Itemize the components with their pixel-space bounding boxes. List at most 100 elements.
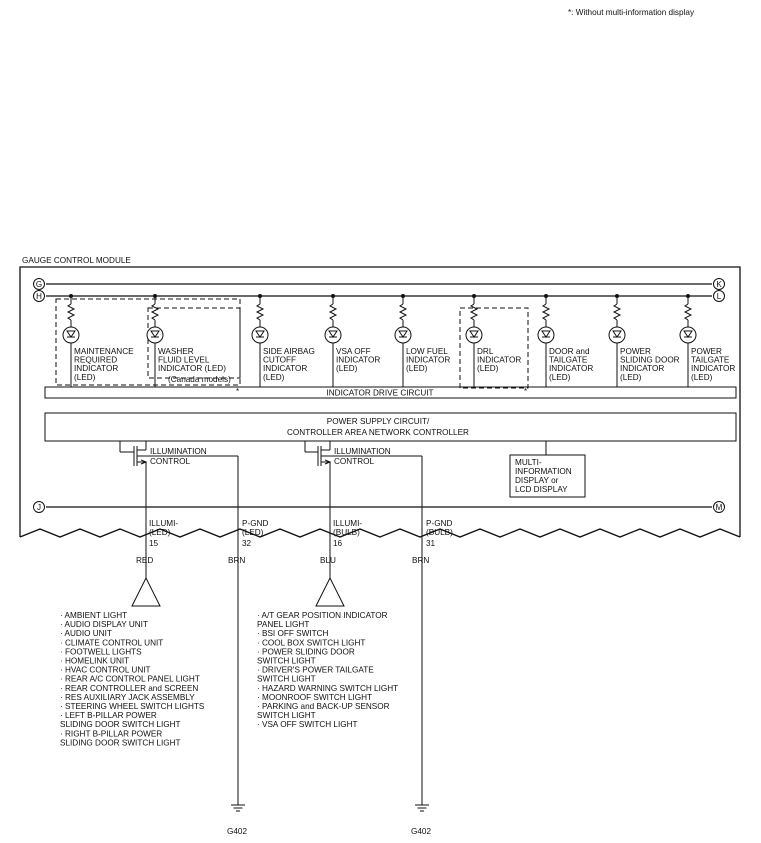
- footnote: *: Without multi-information display: [568, 8, 695, 17]
- indicator-drive-label: INDICATOR DRIVE CIRCUIT: [326, 389, 433, 398]
- wire-brn-1: BRN: [228, 556, 245, 565]
- indicator-label: DRL: [477, 347, 494, 356]
- indicator-label: VSA OFF: [336, 347, 371, 356]
- list-item: SLIDING DOOR SWITCH LIGHT: [60, 738, 181, 747]
- indicator-label: INDICATOR: [336, 356, 380, 365]
- indicator-label: TAILGATE: [691, 356, 730, 365]
- list-item: · AMBIENT LIGHT: [60, 611, 127, 620]
- indicator-group: MAINTENANCEREQUIREDINDICATOR(LED)WASHERF…: [62, 294, 735, 387]
- pin-31-name-2: (BULB): [426, 528, 453, 537]
- multi-info-display-box: [509, 454, 586, 498]
- indicator-label: MAINTENANCE: [74, 347, 134, 356]
- svg-text:M: M: [716, 503, 723, 512]
- pin-32-name-1: P-GND: [242, 519, 268, 528]
- list-item: · PARKING and BACK-UP SENSOR: [257, 702, 390, 711]
- list-item: · A/T GEAR POSITION INDICATOR: [257, 611, 388, 620]
- list-item: · MOONROOF SWITCH LIGHT: [257, 693, 372, 702]
- connector-m: M: [713, 501, 725, 513]
- pin-15-name-2: (LED): [149, 528, 171, 537]
- svg-text:J: J: [37, 503, 41, 512]
- multi-info-line-2: INFORMATION: [515, 467, 572, 476]
- list-item: · BSI OFF SWITCH: [257, 629, 328, 638]
- dashed-group-washer: [147, 307, 241, 379]
- indicator-label: (LED): [406, 364, 428, 373]
- indicator-label: INDICATOR: [477, 356, 521, 365]
- indicator-label: DOOR and: [549, 347, 590, 356]
- multi-info-line-4: LCD DISPLAY: [515, 485, 568, 494]
- power-supply-label-2: CONTROLLER AREA NETWORK CONTROLLER: [287, 428, 469, 437]
- illum-label-left-1: ILLUMINATION: [150, 447, 207, 456]
- indicator-label: INDICATOR: [263, 364, 307, 373]
- list-item: · AUDIO DISPLAY UNIT: [60, 620, 148, 629]
- list-item: · CLIMATE CONTROL UNIT: [60, 638, 163, 647]
- indicator-label: INDICATOR: [406, 356, 450, 365]
- connector-g: G: [33, 278, 45, 290]
- ground-icon: [231, 804, 245, 812]
- list-item: · DRIVER'S POWER TAILGATE: [257, 666, 374, 675]
- power-supply-box: [44, 412, 737, 442]
- list-item: · HOMELINK UNIT: [60, 657, 129, 666]
- list-item: · VSA OFF SWITCH LIGHT: [257, 720, 358, 729]
- pin-16-name-2: (BULB): [333, 528, 360, 537]
- indicator-label: SLIDING DOOR: [620, 356, 680, 365]
- indicator-label: (LED): [477, 364, 499, 373]
- wire-blu: BLU: [320, 556, 336, 565]
- indicator-label: REQUIRED: [74, 356, 117, 365]
- load-list-left: · AMBIENT LIGHT· AUDIO DISPLAY UNIT· AUD…: [60, 611, 205, 747]
- indicator-label: CUTOFF: [263, 356, 296, 365]
- indicator-label: LOW FUEL: [406, 347, 448, 356]
- list-item: PANEL LIGHT: [257, 620, 309, 629]
- illum-label-left-2: CONTROL: [150, 457, 190, 466]
- pin-16-name-1: ILLUMI-: [333, 519, 362, 528]
- illum-label-right-2: CONTROL: [334, 457, 374, 466]
- list-item: SWITCH LIGHT: [257, 657, 316, 666]
- svg-text:L: L: [717, 292, 722, 301]
- list-item: · REAR CONTROLLER and SCREEN: [60, 684, 198, 693]
- list-item: · STEERING WHEEL SWITCH LIGHTS: [60, 702, 205, 711]
- indicator-label: FLUID LEVEL: [158, 356, 210, 365]
- ground-label-1: G402: [227, 827, 247, 836]
- indicator-label: INDICATOR: [549, 364, 593, 373]
- indicator-drive-circuit: [44, 386, 737, 399]
- pin-31-number: 31: [426, 539, 436, 548]
- pin-32-name-2: (LED): [242, 528, 264, 537]
- list-item: · RIGHT B-PILLAR POWER: [60, 729, 162, 738]
- pin-32-number: 32: [242, 539, 252, 548]
- illumination-control-right: ILLUMINATION CONTROL: [304, 441, 423, 537]
- wire-brn-2: BRN: [412, 556, 429, 565]
- list-item: SWITCH LIGHT: [257, 675, 316, 684]
- wire-red: RED: [136, 556, 153, 565]
- list-item: · POWER SLIDING DOOR: [257, 647, 355, 656]
- indicator-note: (Canada models): [168, 375, 231, 384]
- indicator-label: (LED): [620, 373, 642, 382]
- list-item: SWITCH LIGHT: [257, 711, 316, 720]
- illumination-control-left: ILLUMINATION CONTROL: [119, 441, 239, 537]
- svg-text:H: H: [36, 292, 42, 301]
- dashed-group-left: [55, 298, 241, 386]
- illum-label-right-1: ILLUMINATION: [334, 447, 391, 456]
- pin-15-name-1: ILLUMI-: [149, 519, 178, 528]
- pin-16-number: 16: [333, 539, 343, 548]
- list-item: · COOL BOX SWITCH LIGHT: [257, 638, 365, 647]
- indicator-label: (LED): [549, 373, 571, 382]
- pin-31-name-1: P-GND: [426, 519, 452, 528]
- indicator-label: INDICATOR: [620, 364, 664, 373]
- connector-l: L: [713, 290, 725, 302]
- list-item: · REAR A/C CONTROL PANEL LIGHT: [60, 675, 200, 684]
- list-item: · LEFT B-PILLAR POWER: [60, 711, 157, 720]
- multi-info-line-1: MULTI-: [515, 458, 542, 467]
- indicator-label: (LED): [691, 373, 713, 382]
- pin-16: ILLUMI- (BULB) 16 BLU: [320, 519, 362, 578]
- asterisk-1: *: [236, 387, 239, 396]
- indicator-label: POWER: [691, 347, 722, 356]
- pin-15: ILLUMI- (LED) 15 RED: [136, 519, 178, 578]
